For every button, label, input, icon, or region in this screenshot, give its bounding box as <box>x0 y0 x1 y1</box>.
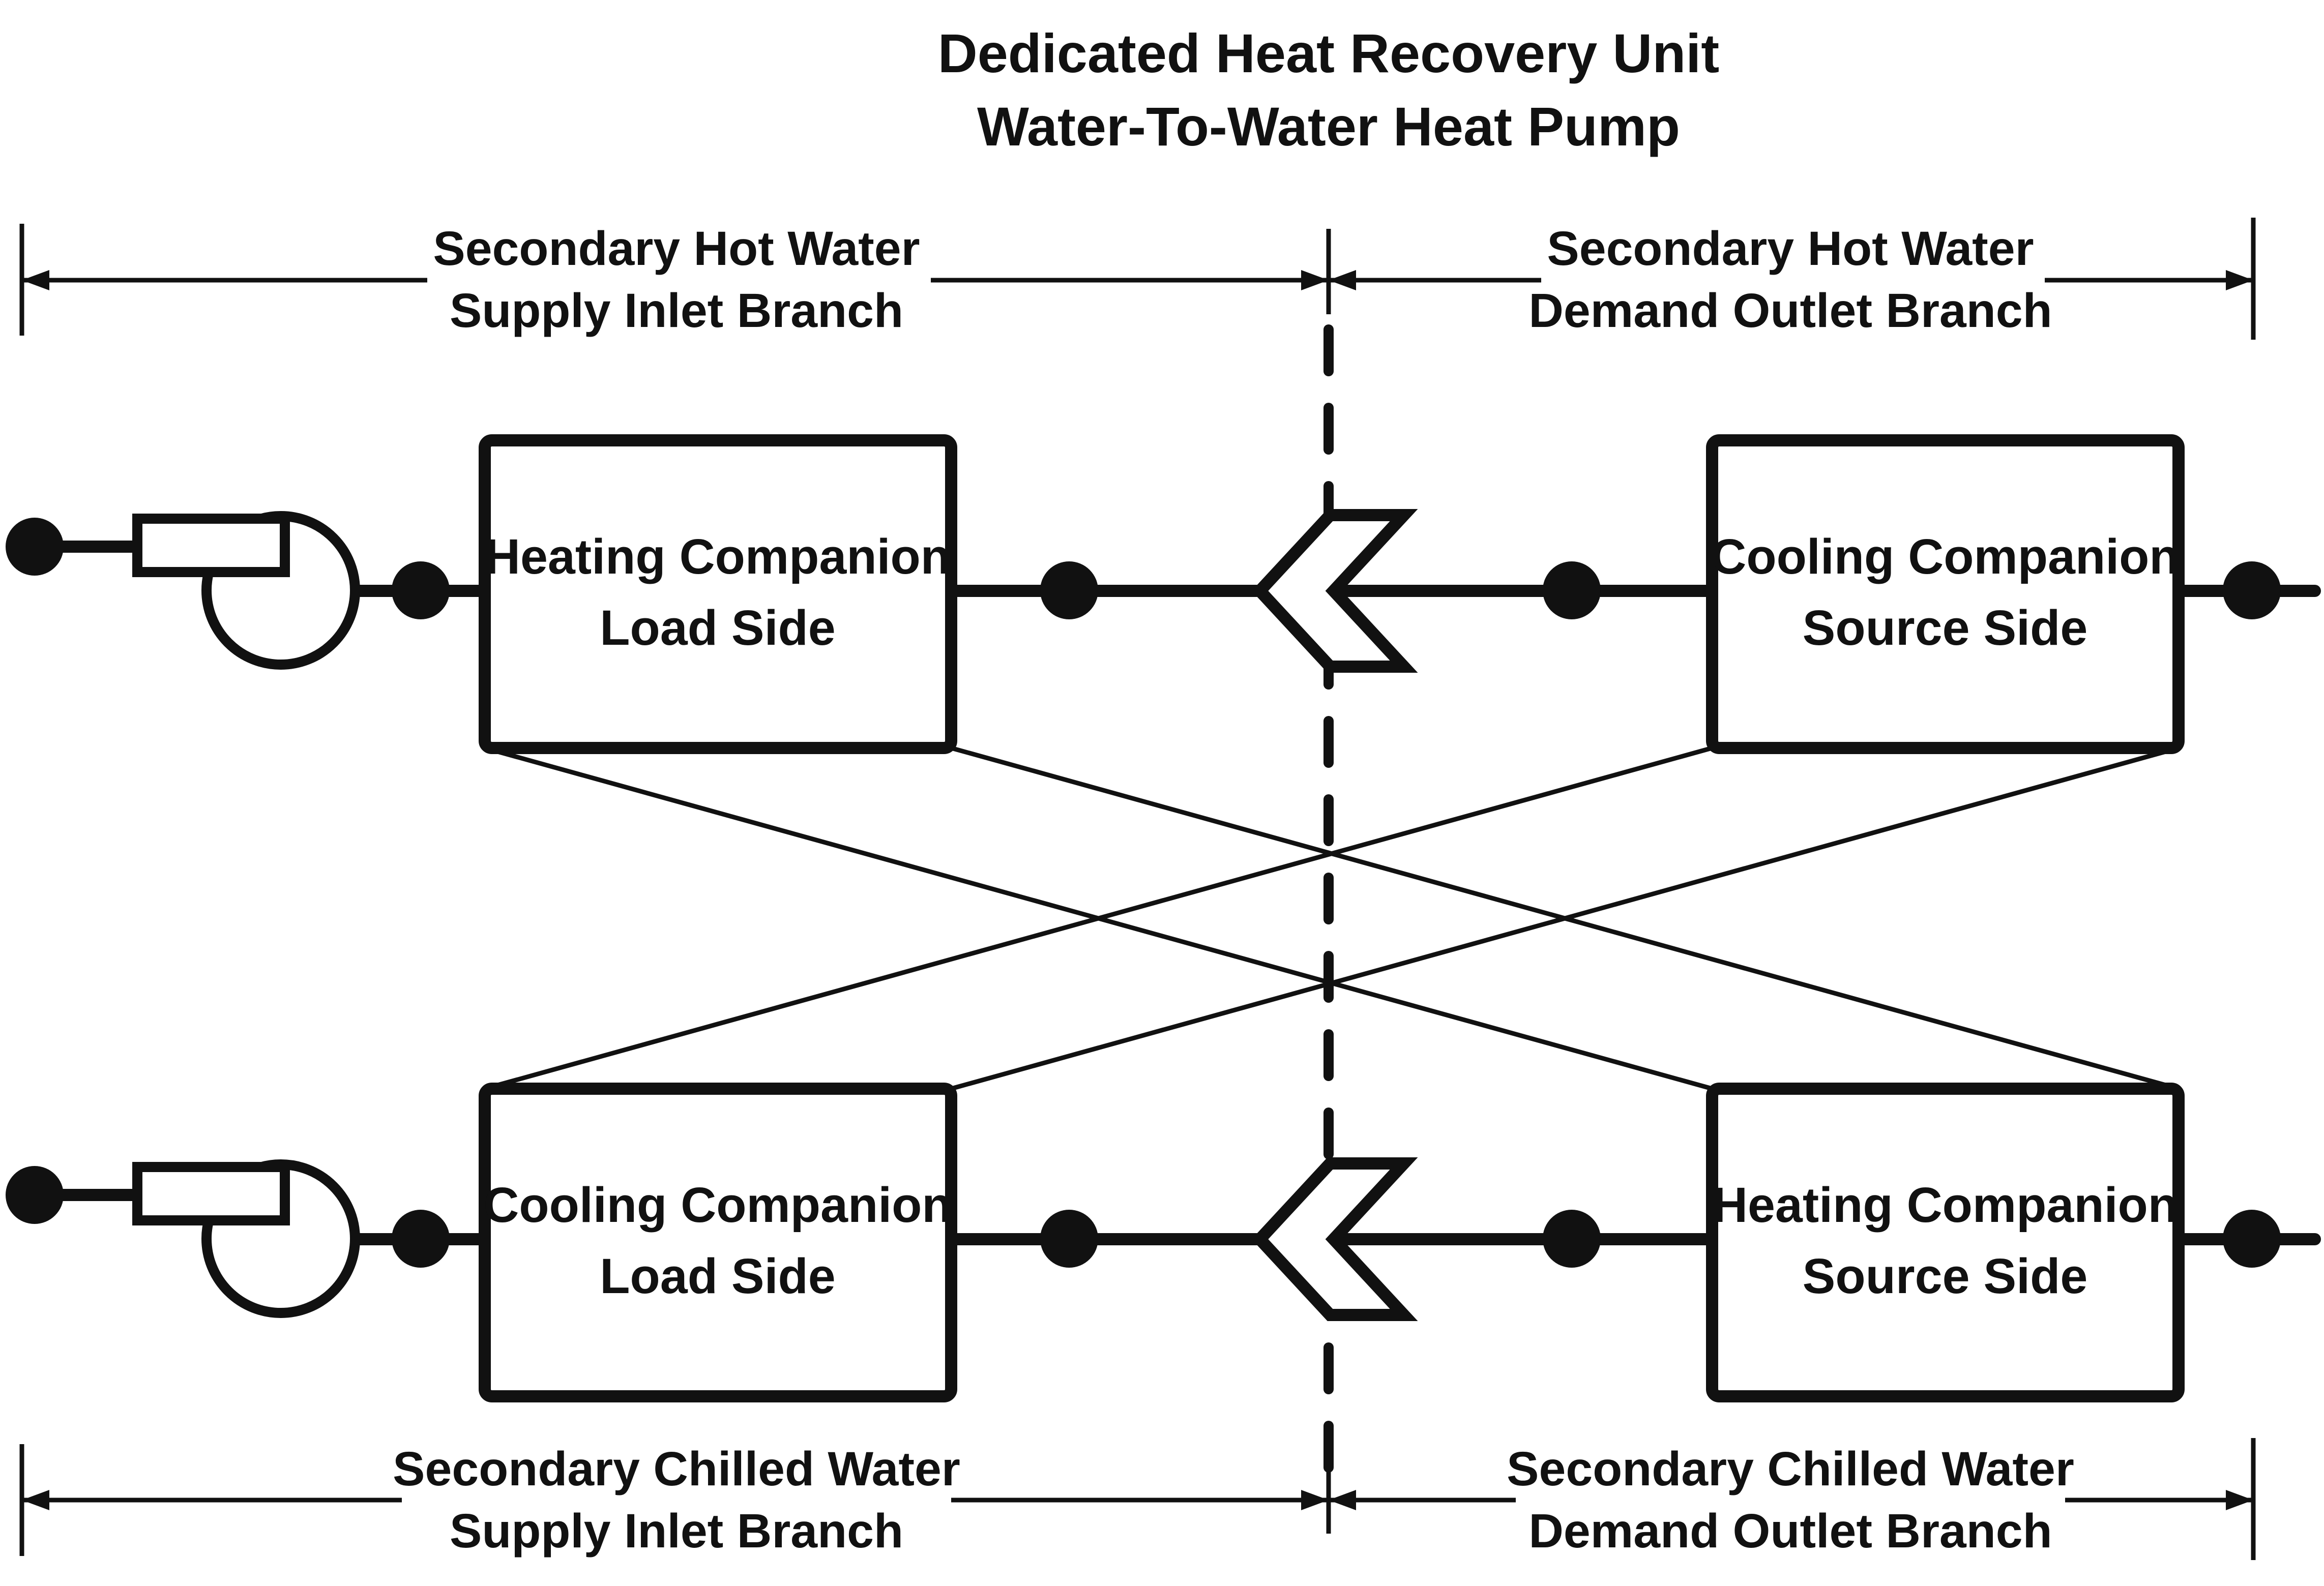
title-line-1: Dedicated Heat Recovery Unit <box>938 22 1720 84</box>
branch-label-hot-supply: Secondary Hot Water Supply Inlet Branch <box>433 222 920 338</box>
dimension-arrowhead-icon <box>22 1490 49 1510</box>
chilled-water-loop <box>35 1157 2321 1321</box>
dimension-arrowhead-icon <box>1329 270 1356 290</box>
connection-node-dot <box>1040 561 1098 619</box>
unit-box-label: Heating Companion <box>485 529 951 584</box>
unit-box-rect <box>479 1083 957 1402</box>
unit-box-bottom-right: Heating Companion Source Side <box>1706 1083 2185 1402</box>
flow-direction-arrow-icon <box>1251 1157 1418 1321</box>
branch-label-hot-demand: Secondary Hot Water Demand Outlet Branch <box>1528 222 2052 338</box>
pump-icon <box>132 511 360 670</box>
connection-node-dot <box>6 1166 64 1224</box>
dimension-arrowhead-icon <box>2226 270 2253 290</box>
crossover-line <box>950 745 2180 1091</box>
branch-label-text: Secondary Hot Water <box>1547 222 2034 276</box>
unit-box-label: Cooling Companion <box>1711 529 2179 584</box>
dimension-arrowhead-icon <box>1301 270 1329 290</box>
branch-label-chilled-supply: Secondary Chilled Water Supply Inlet Bra… <box>393 1442 960 1558</box>
unit-box-bottom-left: Cooling Companion Load Side <box>479 1083 957 1402</box>
unit-box-top-left: Heating Companion Load Side <box>479 434 957 754</box>
unit-box-label: Cooling Companion <box>483 1177 952 1233</box>
dimension-arrowhead-icon <box>1329 1490 1356 1510</box>
crossover-lines <box>484 745 2180 1091</box>
label-mask <box>1516 1433 2065 1566</box>
branch-label-text: Secondary Chilled Water <box>1507 1442 2074 1496</box>
connection-node-dot <box>1040 1210 1098 1268</box>
label-mask <box>1541 214 2045 347</box>
diagram-title: Dedicated Heat Recovery Unit Water-To-Wa… <box>938 22 1720 157</box>
dimension-arrowhead-icon <box>1301 1490 1329 1510</box>
dimension-arrowhead-icon <box>2226 1490 2253 1510</box>
unit-box-rect <box>1706 1083 2185 1402</box>
unit-box-label: Load Side <box>600 1248 836 1304</box>
label-mask <box>427 214 931 347</box>
pump-motor-rect <box>132 514 290 577</box>
unit-box-rect <box>479 434 957 754</box>
dimension-arrowhead-icon <box>22 270 49 290</box>
connection-node-dot <box>2223 1210 2281 1268</box>
branch-label-text: Supply Inlet Branch <box>450 1504 903 1558</box>
branch-label-text: Demand Outlet Branch <box>1528 1504 2052 1558</box>
flow-direction-arrow-icon <box>1251 509 1418 673</box>
branch-label-text: Secondary Hot Water <box>433 222 920 276</box>
connection-node-dot <box>392 561 450 619</box>
label-mask <box>402 1433 951 1566</box>
unit-box-label: Load Side <box>600 600 836 655</box>
unit-box-label: Heating Companion <box>1712 1177 2178 1233</box>
branch-label-text: Demand Outlet Branch <box>1528 284 2052 338</box>
connection-node-dot <box>1543 561 1601 619</box>
crossover-line <box>484 745 1713 1091</box>
connection-node-dot <box>392 1210 450 1268</box>
pump-icon <box>132 1159 360 1318</box>
hot-water-loop <box>35 509 2321 673</box>
unit-box-label: Source Side <box>1803 1248 2088 1304</box>
connection-node-dot <box>6 518 64 576</box>
connection-node-dot <box>1543 1210 1601 1268</box>
branch-label-text: Secondary Chilled Water <box>393 1442 960 1496</box>
pump-motor-rect <box>132 1162 290 1225</box>
connection-node-dot <box>2223 561 2281 619</box>
branch-label-text: Supply Inlet Branch <box>450 284 903 338</box>
unit-box-label: Source Side <box>1803 600 2088 655</box>
branch-label-chilled-demand: Secondary Chilled Water Demand Outlet Br… <box>1507 1442 2074 1558</box>
connection-nodes <box>6 518 2281 1268</box>
title-line-2: Water-To-Water Heat Pump <box>977 96 1680 157</box>
unit-box-top-right: Cooling Companion Source Side <box>1706 434 2185 754</box>
unit-box-rect <box>1706 434 2185 754</box>
